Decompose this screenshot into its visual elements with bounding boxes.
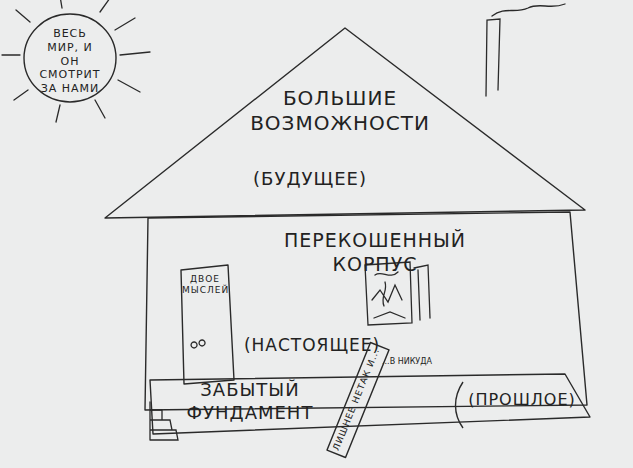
foundation-band-path bbox=[150, 374, 590, 434]
node-text: ПЕРЕКОШЕННЫЙ КОРПУС bbox=[255, 229, 495, 277]
note-strip: ЛИШНЕЕ НЕТАК И... bbox=[327, 342, 389, 457]
chimney bbox=[486, 19, 500, 96]
node-text: (НАСТОЯЩЕЕ) bbox=[232, 335, 392, 356]
window-scribble bbox=[372, 272, 405, 318]
node-text: (БУДУЩЕЕ) bbox=[240, 168, 380, 191]
node-text: ЗАБЫТЫЙ ФУНДАМЕНТ bbox=[185, 379, 315, 424]
note-label: ...В НИКУДА bbox=[382, 357, 432, 366]
foundation-band: ЗАБЫТЫЙ ФУНДАМЕНТ(ПРОШЛОЕ)ЛИШНЕЕ НЕТАК И… bbox=[145, 372, 595, 442]
note-strip-path bbox=[327, 342, 389, 457]
roof-triangle-path bbox=[105, 28, 585, 218]
node-text: ДВОЕ МЫСЛЕЙ bbox=[182, 274, 228, 297]
node-text: БОЛЬШИЕ ВОЗМОЖНОСТИ bbox=[230, 86, 450, 136]
sun-outline bbox=[24, 14, 116, 102]
smoke bbox=[492, 4, 565, 16]
sun-rays bbox=[2, 0, 150, 122]
node-text: ЛИШНЕЕ НЕТАК И... bbox=[331, 345, 383, 453]
node-text: ВЕСЬ МИР, И ОН СМОТРИТ ЗА НАМИ bbox=[38, 27, 102, 96]
door-path bbox=[181, 265, 234, 384]
node-text: (ПРОШЛОЕ) bbox=[467, 390, 577, 410]
door-handle bbox=[191, 340, 205, 348]
sun-circle: ВЕСЬ МИР, И ОН СМОТРИТ ЗА НАМИ bbox=[22, 10, 118, 106]
bracket bbox=[456, 382, 464, 428]
roof-triangle: БОЛЬШИЕ ВОЗМОЖНОСТИ (БУДУЩЕЕ) bbox=[100, 20, 590, 225]
door: ДВОЕ МЫСЛЕЙ bbox=[178, 262, 238, 387]
